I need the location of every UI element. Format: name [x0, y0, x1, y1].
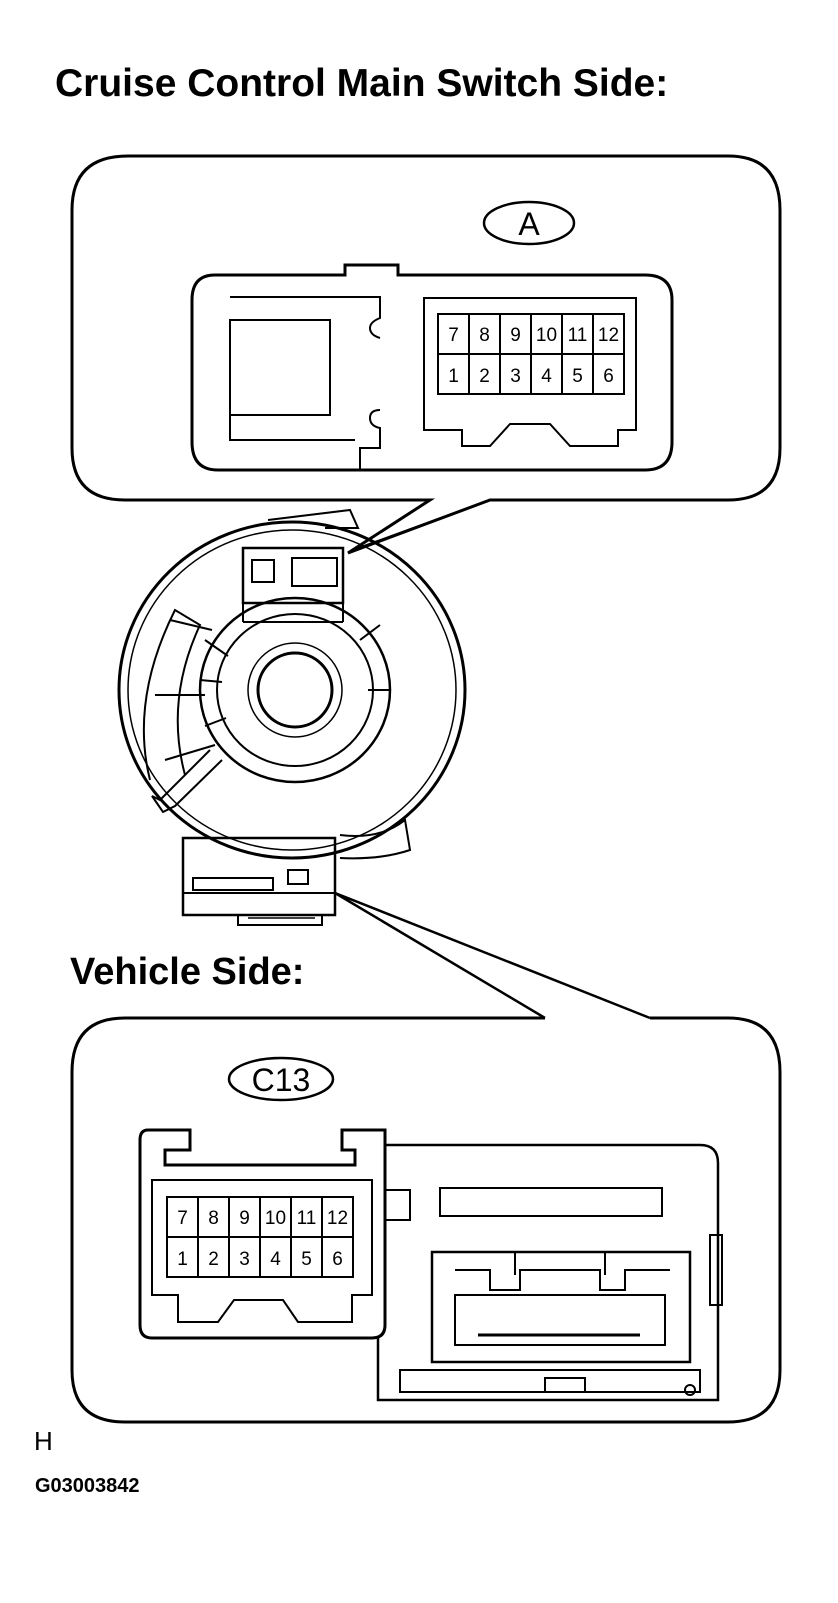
pin-number: 1: [177, 1249, 188, 1270]
pin-number: 12: [327, 1208, 348, 1229]
pin-number: 2: [208, 1249, 219, 1270]
diagram-mark: H: [34, 1426, 53, 1456]
pin-number: 11: [568, 325, 588, 346]
pin-number: 11: [297, 1208, 317, 1229]
connector-code-a: A: [518, 206, 540, 242]
pin-number: 12: [598, 325, 619, 346]
pin-number: 10: [265, 1208, 286, 1229]
spiral-cable-illustration: [117, 508, 467, 926]
pin-number: 2: [479, 366, 490, 387]
heading-main-switch-side: Cruise Control Main Switch Side:: [55, 62, 669, 105]
pin-number: 5: [572, 366, 583, 387]
leader-to-vehicle-callout: [334, 891, 651, 1020]
pin-number: 5: [301, 1249, 312, 1270]
pin-number: 3: [510, 366, 521, 387]
connector-label-a: A: [482, 200, 576, 246]
callout-main-switch: [70, 154, 782, 555]
pin-number: 6: [332, 1249, 343, 1270]
pin-number: 6: [603, 366, 614, 387]
pin-number: 7: [448, 325, 459, 346]
connector-code-c13: C13: [252, 1062, 311, 1098]
callout-vehicle: [70, 1016, 782, 1424]
heading-vehicle-side: Vehicle Side:: [70, 951, 305, 993]
pin-number: 9: [239, 1208, 250, 1229]
pin-number: 8: [208, 1208, 219, 1229]
pin-number: 4: [270, 1249, 281, 1270]
figure-id: G03003842: [35, 1475, 140, 1497]
pin-number: 3: [239, 1249, 250, 1270]
pin-number: 9: [510, 325, 521, 346]
pin-number: 8: [479, 325, 490, 346]
pin-number: 7: [177, 1208, 188, 1229]
connector-label-c13: C13: [227, 1056, 335, 1102]
pin-number: 10: [536, 325, 557, 346]
pin-number: 1: [448, 366, 459, 387]
pin-number: 4: [541, 366, 552, 387]
